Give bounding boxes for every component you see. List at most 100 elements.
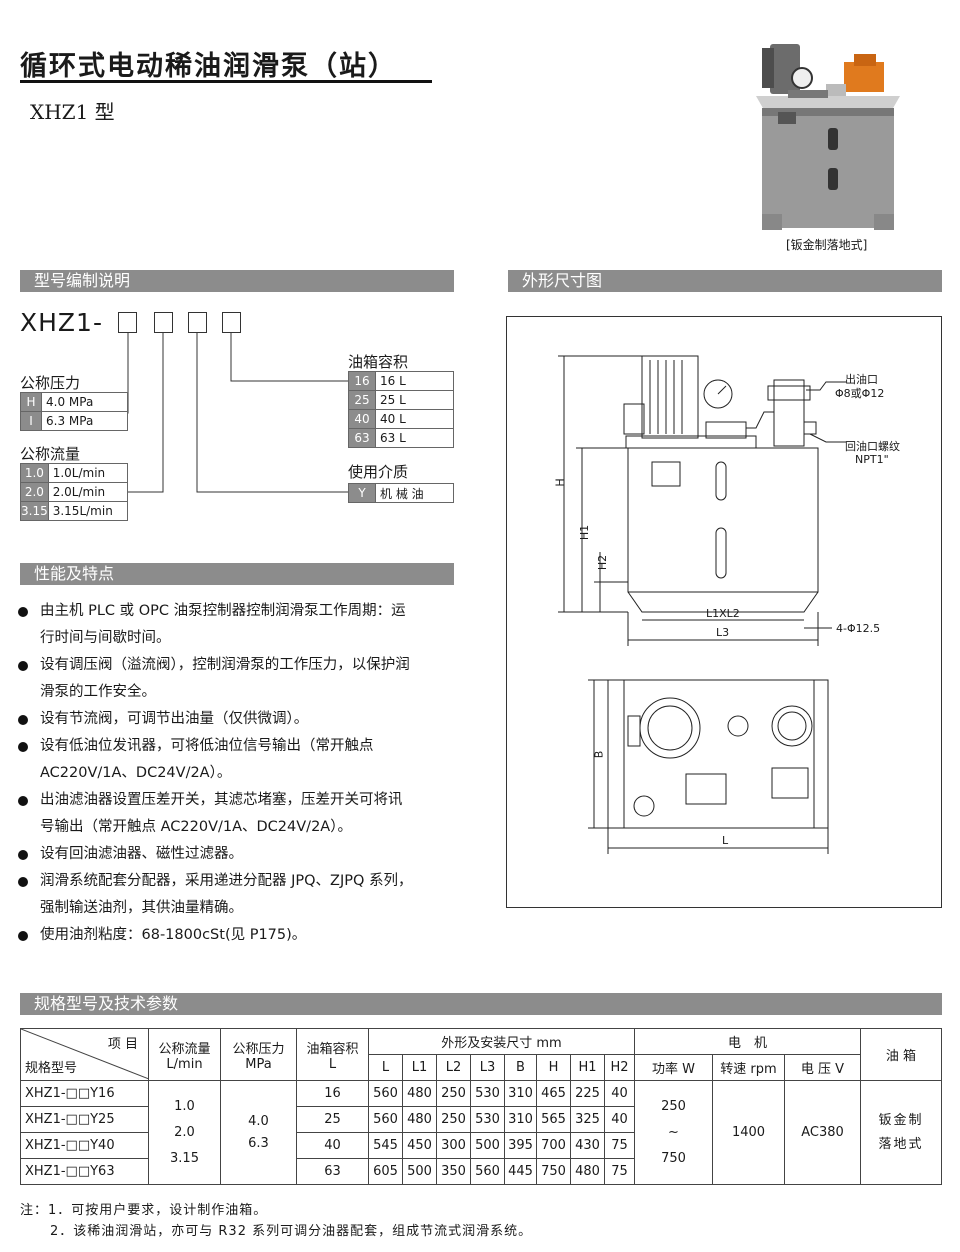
bullet-icon xyxy=(18,877,28,887)
code-box-tank xyxy=(188,312,207,333)
bullet-icon xyxy=(18,607,28,617)
medium-label: 使用介质 xyxy=(348,463,409,481)
header-tank-type: 油 箱 xyxy=(860,1028,942,1081)
tank-body xyxy=(627,447,819,593)
feature-item: 由主机 PLC 或 OPC 油泵控制器控制润滑泵工作周期：运行时间与间歇时间。 xyxy=(18,598,458,652)
header-dims: 外形及安装尺寸 mm xyxy=(368,1028,635,1055)
flow-code: 3.15 xyxy=(20,501,49,521)
nameplate xyxy=(651,461,681,487)
flow-code: 2.0 xyxy=(20,482,49,502)
photo-caption: [钣金制落地式] xyxy=(786,238,868,252)
dim-B: B xyxy=(592,750,606,759)
tank-value: 16 L xyxy=(375,371,454,391)
note-1: 注：1．可按用户要求，设计制作油箱。 xyxy=(20,1203,268,1218)
section-specs: 规格型号及技术参数 xyxy=(20,993,942,1015)
flow-code: 1.0 xyxy=(20,463,49,483)
header-item-model: 项 目 规格型号 xyxy=(20,1028,149,1081)
flow-label: 公称流量 xyxy=(20,445,81,463)
page-title: 循环式电动稀油润滑泵（站） xyxy=(20,51,397,82)
header-voltage: 电 压 V xyxy=(784,1054,861,1081)
tank-code: 63 xyxy=(348,428,376,448)
feature-item: 润滑系统配套分配器，采用递进分配器 JPQ、ZJPQ 系列，强制输送油剂，其供油… xyxy=(18,868,458,922)
section-outline-drawing: 外形尺寸图 xyxy=(508,270,942,292)
header-power: 功率 W xyxy=(634,1054,713,1081)
dim-holes: 4-Φ12.5 xyxy=(836,622,881,635)
dim-L3: L3 xyxy=(716,626,730,639)
flow-value: 2.0L/min xyxy=(47,482,129,502)
motor xyxy=(641,355,699,439)
flow-value: 3.15L/min xyxy=(47,501,129,521)
dim-col: H2 xyxy=(604,1054,635,1081)
dim-H: H xyxy=(553,478,567,487)
pressure-value: 6.3 MPa xyxy=(41,411,128,431)
medium-code: Y xyxy=(348,483,376,503)
tank-type-value: 钣金制落地式 xyxy=(860,1080,942,1185)
bullet-icon xyxy=(18,715,28,725)
pressure-code: I xyxy=(20,411,42,431)
dim-col: L xyxy=(368,1054,403,1081)
filter xyxy=(773,379,805,447)
tank-code: 25 xyxy=(348,390,376,410)
bullet-icon xyxy=(18,742,28,752)
dim-col: H xyxy=(536,1054,571,1081)
feature-item: 设有节流阀，可调节出油量（仅供微调）。 xyxy=(18,706,458,733)
note-2: 2．该稀油润滑站，亦可与 R32 系列可调分油器配套，组成节流式润滑系统。 xyxy=(50,1224,533,1239)
dim-col: L3 xyxy=(470,1054,505,1081)
section-features: 性能及特点 xyxy=(20,563,454,585)
tank-code: 16 xyxy=(348,371,376,391)
feature-item: 使用油剂粘度：68-1800cSt(见 P175)。 xyxy=(18,922,458,949)
feature-item: 设有调压阀（溢流阀），控制润滑泵的工作压力，以保护润滑泵的工作安全。 xyxy=(18,652,458,706)
dim-L: L xyxy=(722,834,729,847)
bullet-icon xyxy=(18,931,28,941)
feature-item: 设有回油滤油器、磁性过滤器。 xyxy=(18,841,458,868)
dim-col: B xyxy=(504,1054,537,1081)
tank-value: 63 L xyxy=(375,428,454,448)
pressure-value: 4.0 MPa xyxy=(41,392,128,412)
code-box-medium xyxy=(222,312,241,333)
tank-code: 40 xyxy=(348,409,376,429)
pressure-gauge-icon xyxy=(703,379,733,409)
header-speed: 转速 rpm xyxy=(712,1054,785,1081)
bullet-icon xyxy=(18,850,28,860)
power-values: 250~750 xyxy=(634,1080,713,1185)
features-list: 由主机 PLC 或 OPC 油泵控制器控制润滑泵工作周期：运行时间与间歇时间。 … xyxy=(18,598,458,949)
return-label: 回油口螺纹 xyxy=(845,440,900,453)
tank-value: 25 L xyxy=(375,390,454,410)
outline-drawing-frame xyxy=(506,316,942,908)
flow-value: 1.0L/min xyxy=(47,463,129,483)
medium-value: 机 械 油 xyxy=(375,483,454,503)
dim-col: H1 xyxy=(570,1054,605,1081)
plan-tank xyxy=(607,679,829,829)
title-underline xyxy=(20,80,432,83)
model-code-prefix: XHZ1- xyxy=(20,308,103,337)
level-gauge xyxy=(715,461,727,501)
tank-label: 油箱容积 xyxy=(348,353,409,371)
model-subtitle: XHZ1 型 xyxy=(30,100,115,124)
tank-feet xyxy=(627,591,819,613)
dim-L1xL2: L1XL2 xyxy=(706,607,740,620)
product-photo xyxy=(756,44,900,230)
dim-H2: H2 xyxy=(596,554,610,571)
dim-col: L2 xyxy=(436,1054,471,1081)
header-motor: 电 机 xyxy=(634,1028,861,1055)
bullet-icon xyxy=(18,661,28,671)
level-gauge xyxy=(715,527,727,579)
outlet-dia-label: Φ8或Φ12 xyxy=(835,387,885,400)
tank-value: 40 L xyxy=(375,409,454,429)
speed-value: 1400 xyxy=(712,1080,785,1185)
feature-item: 出油滤油器设置压差开关，其滤芯堵塞，压差开关可将讯号输出（常开触点 AC220V… xyxy=(18,787,458,841)
dim-col: L1 xyxy=(402,1054,437,1081)
pressure-label: 公称压力 xyxy=(20,374,81,392)
bullet-icon xyxy=(18,796,28,806)
